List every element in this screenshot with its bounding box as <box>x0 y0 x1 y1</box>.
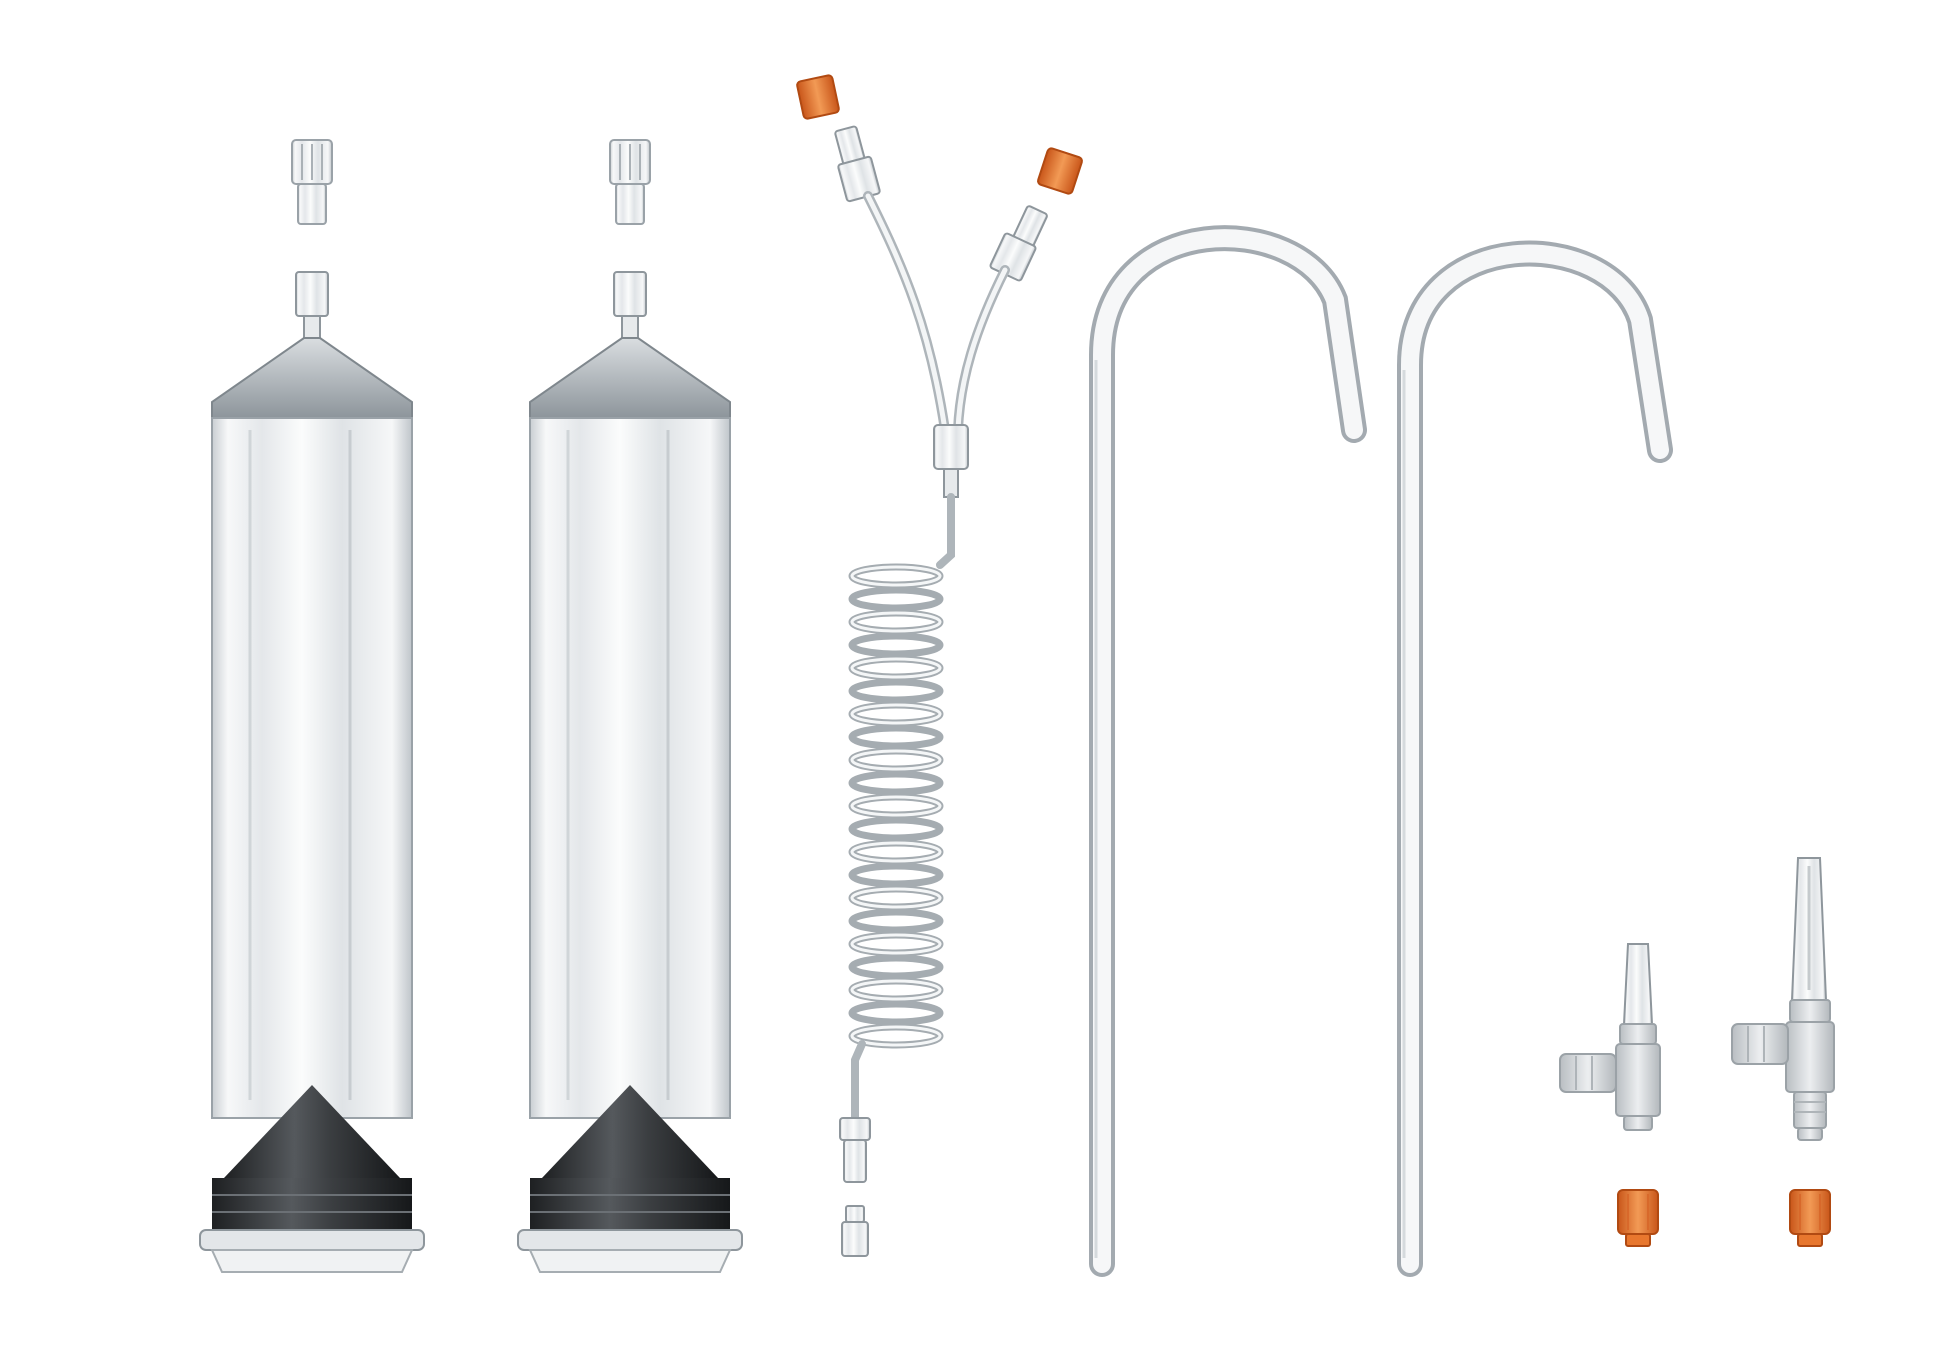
coiled-y-tubing-cap-left <box>796 74 840 120</box>
coiled-y-tubing-cap-right <box>1037 147 1083 195</box>
syringe-right-plunger <box>530 1085 730 1230</box>
stopcock-short <box>1559 943 1661 1131</box>
syringe-left-tip-cap <box>291 139 333 225</box>
orange-cap-right <box>1789 1189 1831 1247</box>
coiled-y-tubing <box>796 74 1083 1257</box>
syringe-left <box>199 139 425 1273</box>
j-tube-left <box>1089 225 1367 1277</box>
coiled-y-tubing-coil <box>848 563 944 1049</box>
orange-cap-left <box>1617 1189 1659 1247</box>
syringe-right-tip-cap <box>609 139 651 225</box>
j-tube-right <box>1397 240 1673 1277</box>
syringe-left-plunger <box>212 1085 412 1230</box>
syringe-right <box>517 139 743 1273</box>
stopcock-long <box>1731 857 1835 1141</box>
